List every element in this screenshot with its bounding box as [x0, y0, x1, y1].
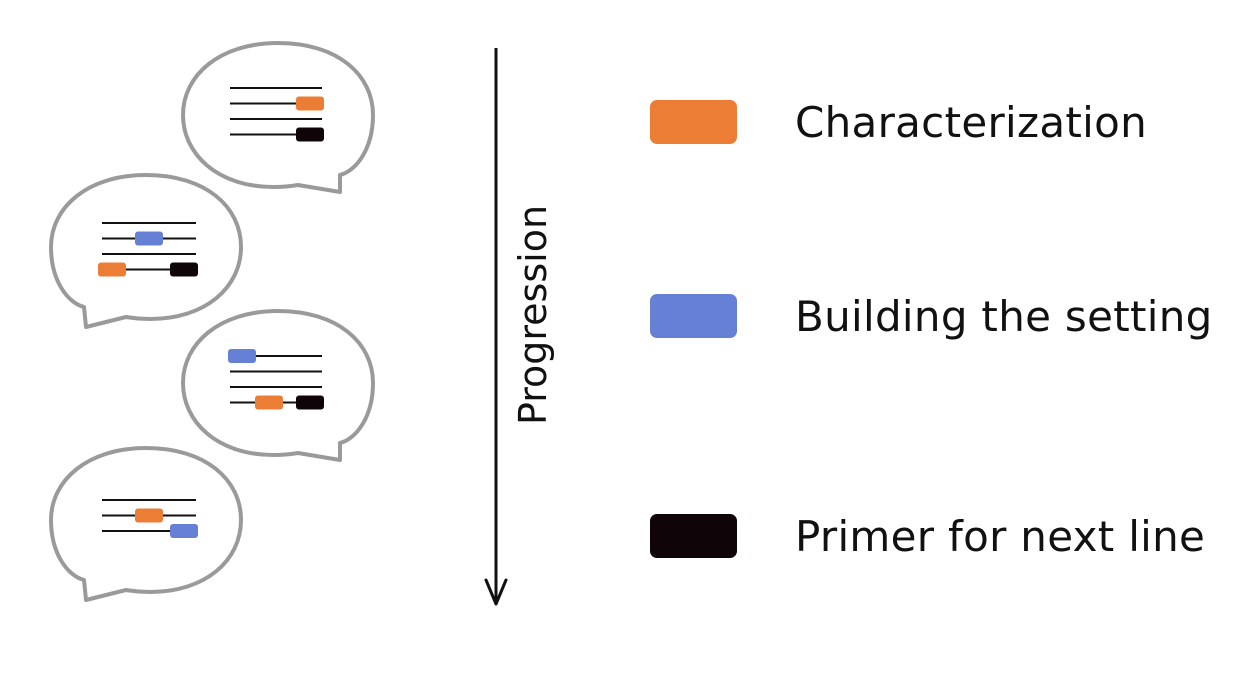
characterization-tag	[98, 262, 126, 277]
primer-tag	[296, 127, 324, 142]
progression-label: Progression	[511, 205, 555, 425]
legend: Characterization Building the setting Pr…	[650, 0, 1250, 680]
speech-bubble	[181, 41, 375, 194]
legend-item-characterization: Characterization	[650, 97, 1148, 147]
legend-label-primer-for-next-line: Primer for next line	[795, 511, 1206, 561]
speech-bubble-outline	[49, 173, 243, 329]
characterization-tag	[296, 96, 324, 111]
primer-tag	[296, 395, 324, 410]
progression-arrow-head	[484, 578, 508, 606]
legend-label-characterization: Characterization	[795, 97, 1148, 147]
legend-label-building-the-setting: Building the setting	[795, 291, 1213, 341]
primer-tag	[170, 262, 198, 277]
speech-bubble	[49, 446, 243, 602]
characterization-tag	[255, 395, 283, 410]
speech-bubble	[181, 309, 375, 462]
speech-bubble	[49, 173, 243, 329]
legend-item-building-the-setting: Building the setting	[650, 291, 1213, 341]
speech-bubble-outline	[181, 309, 375, 462]
setting-tag	[135, 231, 163, 246]
progression-axis: Progression	[484, 48, 555, 606]
legend-swatch-building-the-setting	[650, 294, 737, 338]
speech-bubbles	[49, 41, 375, 602]
characterization-tag	[135, 508, 163, 523]
setting-tag	[228, 349, 256, 363]
speech-bubble-outline	[49, 446, 243, 602]
setting-tag	[170, 524, 198, 538]
legend-item-primer-for-next-line: Primer for next line	[650, 511, 1206, 561]
legend-swatch-primer-for-next-line	[650, 514, 737, 558]
legend-swatch-characterization	[650, 100, 737, 144]
speech-bubble-outline	[181, 41, 375, 194]
